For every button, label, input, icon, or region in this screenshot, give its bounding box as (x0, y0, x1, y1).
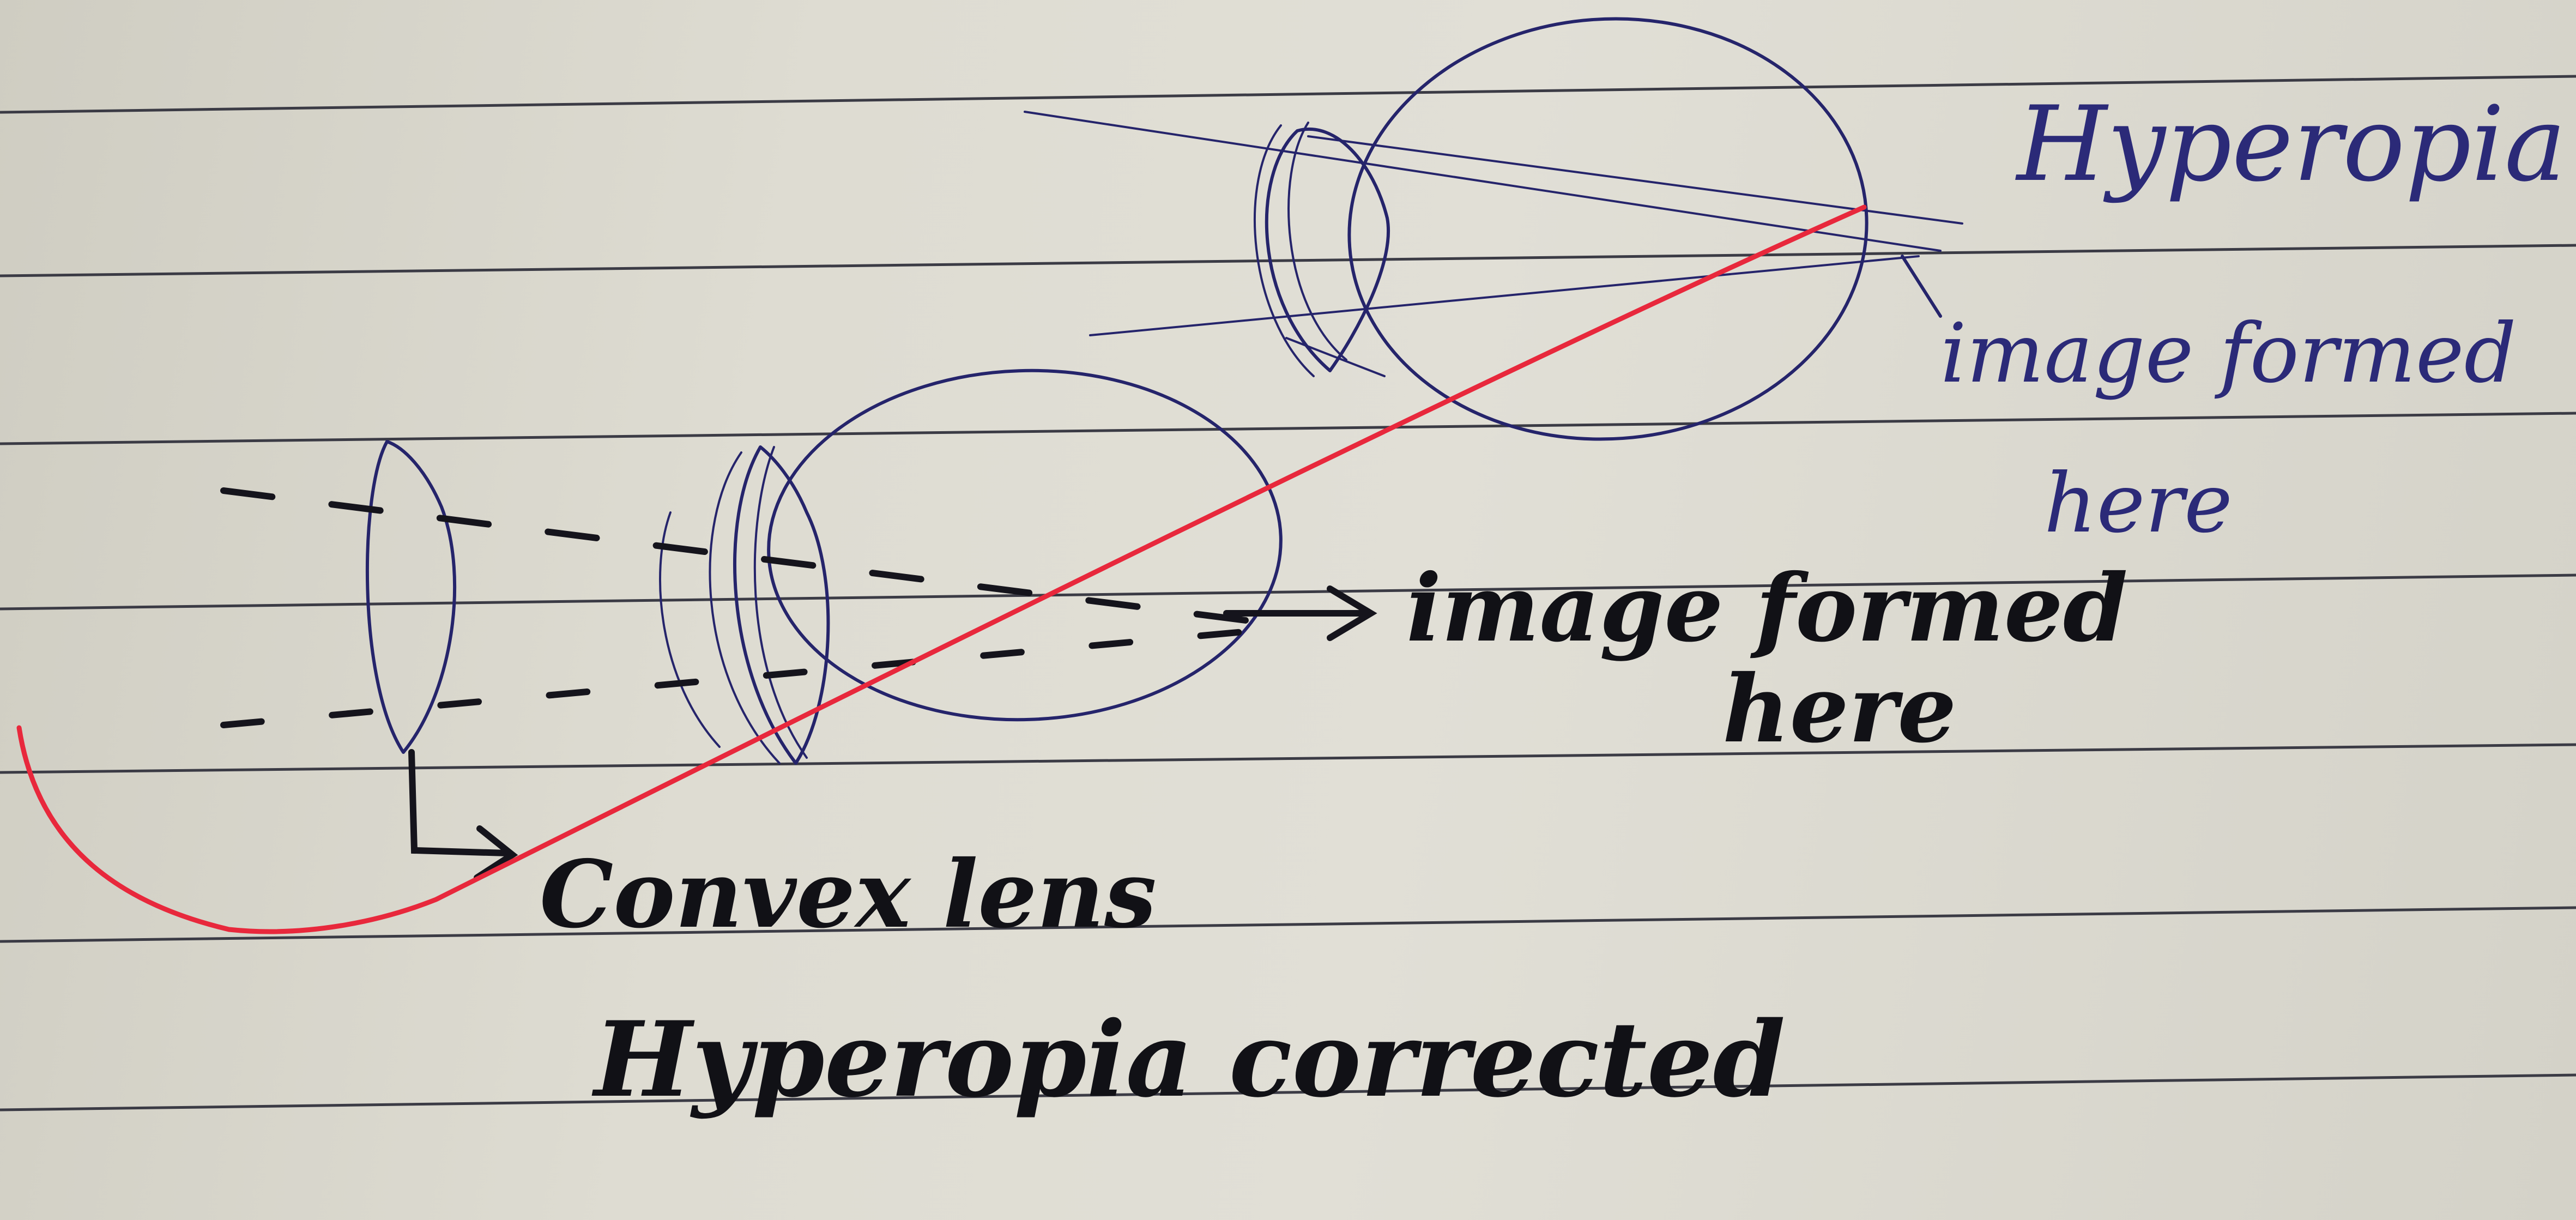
ruled-line (0, 1073, 2576, 1112)
eye-lens-edge (753, 446, 808, 759)
convex-lens (365, 440, 456, 754)
eye-lens (1265, 127, 1390, 372)
top-image-formed-label: image formed (1940, 306, 2517, 401)
top-image-here-label: here (2044, 456, 2233, 551)
eye-lens-edge (1254, 124, 1315, 377)
ruled-line (0, 412, 2576, 445)
light-ray (1307, 135, 1963, 225)
eye-lens (733, 445, 830, 765)
ruled-line (0, 573, 2576, 611)
light-ray (1285, 337, 1386, 377)
hyperopia-eye (1024, 17, 1963, 441)
corrected-title: Hyperopia corrected (591, 999, 1785, 1120)
eye-lens-edge (1287, 122, 1347, 361)
pointer-line (1901, 255, 1942, 318)
ruled-line (0, 906, 2576, 943)
elbow-arrow-line (408, 749, 510, 856)
dashed-light-ray (220, 624, 1301, 728)
bottom-image-here-label: here (1722, 655, 1956, 764)
elbow-arrow-head-icon (474, 825, 518, 881)
red-strike-line (16, 204, 1867, 934)
ruled-lines (0, 75, 2576, 1112)
arrow-head-icon (1327, 585, 1377, 641)
eyeball-outline (767, 369, 1283, 722)
ruled-line (0, 743, 2576, 774)
ruled-line (0, 75, 2576, 114)
hyperopia-title: Hyperopia (2015, 84, 2566, 204)
bottom-image-formed-label: image formed (1406, 554, 2128, 663)
corrected-eye (220, 369, 1377, 881)
light-ray (1024, 111, 1942, 252)
ruled-line (0, 244, 2576, 277)
convex-lens-label: Convex lens (540, 840, 1157, 949)
eye-lens-edge (709, 451, 781, 764)
dashed-light-ray (220, 487, 1301, 630)
eye-lens-edge (659, 511, 721, 748)
light-ray (1089, 255, 1920, 336)
